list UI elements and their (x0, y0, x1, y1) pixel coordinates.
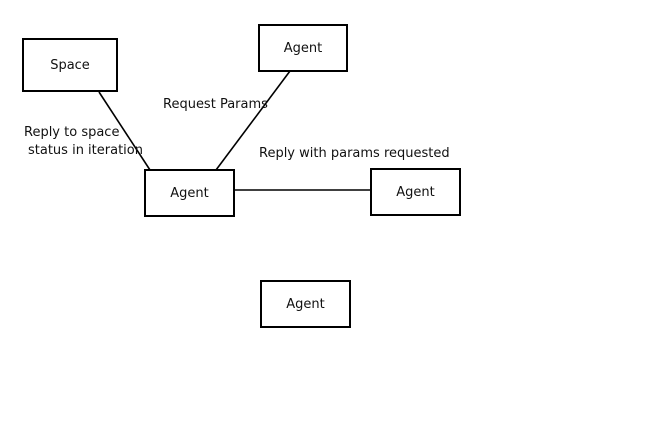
node-space: Space (22, 38, 118, 92)
node-agent-right-label: Agent (396, 184, 435, 200)
edge-label-request-params: Request Params (163, 97, 268, 112)
node-agent-bottom-label: Agent (286, 296, 325, 312)
edge-space-to-agent-center (98, 91, 151, 171)
node-agent-right: Agent (370, 168, 461, 216)
edge-agent-top-to-agent-center (215, 70, 291, 171)
node-space-label: Space (50, 57, 90, 73)
edge-label-space-reply: Reply to space status in iteration (24, 124, 143, 160)
node-agent-center: Agent (144, 169, 235, 217)
edge-label-reply-params: Reply with params requested (259, 146, 450, 161)
edge-label-space-reply-line2: status in iteration (28, 143, 143, 158)
node-agent-top-label: Agent (283, 40, 323, 56)
node-agent-bottom: Agent (260, 280, 351, 328)
edge-label-space-reply-line1: Reply to space (24, 125, 120, 140)
node-agent-top: Agent (258, 24, 348, 72)
node-agent-center-label: Agent (170, 185, 209, 201)
